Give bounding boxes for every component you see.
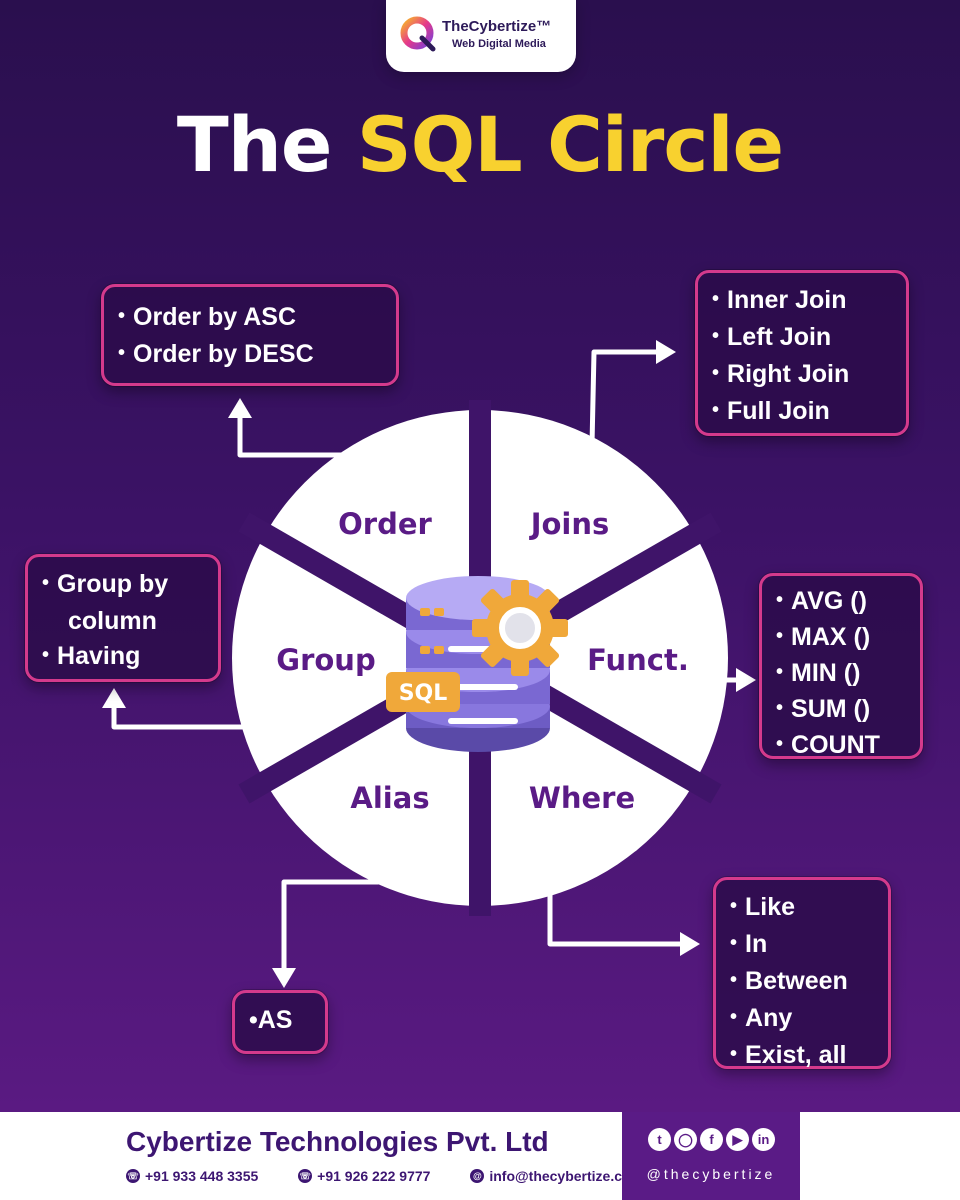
- segment-funct: Funct.: [587, 643, 689, 677]
- list-item: •Order by DESC: [118, 340, 314, 368]
- list-item: •AVG (): [776, 587, 867, 615]
- where-box: •Like •In •Between •Any •Exist, all: [713, 877, 891, 1069]
- sql-circle-diagram: Order Joins Group Funct. Alias Where: [102, 340, 756, 988]
- joins-box: •Inner Join •Left Join •Right Join •Full…: [695, 270, 909, 436]
- funct-box: •AVG () •MAX () •MIN () •SUM () •COUNT: [759, 573, 923, 759]
- email-icon: @: [470, 1169, 485, 1184]
- brand-logo: TheCybertize™ Web Digital Media: [386, 0, 576, 72]
- instagram-icon[interactable]: ◯: [674, 1128, 697, 1151]
- title-part1: The: [176, 100, 357, 189]
- list-item: •Exist, all: [730, 1041, 847, 1069]
- connector-joins: [589, 349, 661, 448]
- arrowhead-alias: [272, 968, 296, 988]
- brand-name: TheCybertize™: [442, 18, 552, 35]
- list-item: •Inner Join: [712, 286, 847, 314]
- arrowhead-joins: [656, 340, 676, 364]
- list-item: •In: [730, 930, 768, 958]
- segment-alias: Alias: [350, 781, 429, 815]
- phone-icon: ☏: [126, 1169, 140, 1184]
- list-item: column: [68, 607, 157, 635]
- company-name: Cybertize Technologies Pvt. Ltd: [126, 1126, 549, 1157]
- arrowhead-where: [680, 932, 700, 956]
- list-item: •Between: [730, 967, 848, 995]
- contact-info: ☏+91 933 448 3355 ☏+91 926 222 9777 @inf…: [126, 1168, 679, 1184]
- list-item: •Right Join: [712, 360, 850, 388]
- list-item: •Order by ASC: [118, 303, 297, 331]
- sql-badge-label: SQL: [399, 681, 448, 706]
- phone-icon: ☏: [298, 1169, 313, 1184]
- twitter-icon[interactable]: t: [648, 1128, 671, 1151]
- list-item: •SUM (): [776, 695, 871, 723]
- connector-where: [547, 877, 685, 947]
- phone-2[interactable]: ☏+91 926 222 9777: [298, 1168, 431, 1184]
- arrowhead-funct: [736, 668, 756, 692]
- segment-order: Order: [338, 507, 432, 541]
- arrowhead-order: [228, 398, 252, 418]
- social-panel: t◯f▶in @thecybertize: [622, 1112, 800, 1200]
- facebook-icon[interactable]: f: [700, 1128, 723, 1151]
- alias-box: •AS: [232, 990, 328, 1054]
- segment-joins: Joins: [529, 507, 610, 541]
- social-handle[interactable]: @thecybertize: [646, 1166, 776, 1182]
- gear-icon: [472, 580, 568, 676]
- connector-order: [237, 409, 345, 458]
- order-box: •Order by ASC •Order by DESC: [101, 284, 399, 386]
- list-item: •COUNT: [776, 731, 880, 759]
- list-item: •MAX (): [776, 623, 871, 651]
- title-part2: SQL Circle: [356, 100, 784, 189]
- brand-logo-icon: [400, 16, 436, 52]
- list-item: •MIN (): [776, 659, 861, 687]
- list-item: •Left Join: [712, 323, 832, 351]
- connector-group: [111, 699, 245, 730]
- connector-alias: [281, 879, 381, 977]
- brand-tagline: Web Digital Media: [452, 38, 546, 50]
- phone-1[interactable]: ☏+91 933 448 3355: [126, 1168, 259, 1184]
- page-title: The SQL Circle: [0, 100, 960, 189]
- segment-where: Where: [529, 781, 635, 815]
- segment-group: Group: [276, 643, 375, 677]
- list-item: •Like: [730, 893, 796, 921]
- list-item: •Any: [730, 1004, 793, 1032]
- social-icons: t◯f▶in: [648, 1128, 778, 1151]
- linkedin-icon[interactable]: in: [752, 1128, 775, 1151]
- list-item: •AS: [249, 1006, 293, 1034]
- footer: Cybertize Technologies Pvt. Ltd ☏+91 933…: [0, 1112, 960, 1200]
- email[interactable]: @info@thecybertize.com: [470, 1168, 661, 1184]
- group-box: •Group by column •Having: [25, 554, 221, 682]
- arrowhead-group: [102, 688, 126, 708]
- list-item: •Full Join: [712, 397, 830, 425]
- infographic-canvas: TheCybertize™ Web Digital Media The SQL …: [0, 0, 960, 1112]
- list-item: •Having: [42, 642, 141, 670]
- youtube-icon[interactable]: ▶: [726, 1128, 749, 1151]
- list-item: •Group by: [42, 570, 169, 598]
- sql-badge: SQL: [386, 672, 460, 712]
